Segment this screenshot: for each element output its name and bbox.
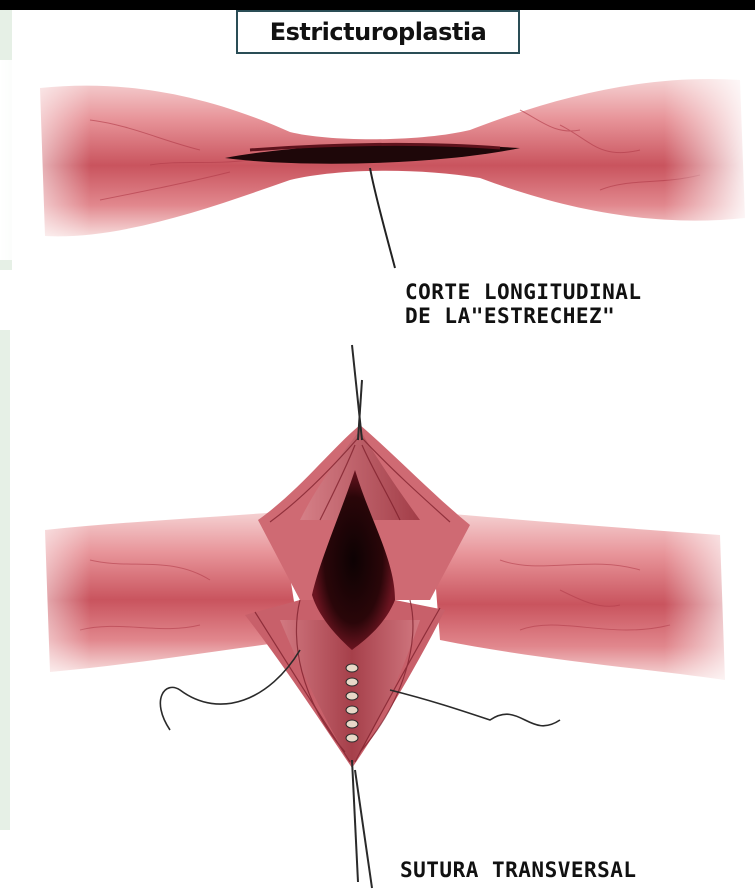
top-intestine-stricture <box>0 60 755 268</box>
diagram-title: Estricturoplastia <box>236 10 520 54</box>
caption-longitudinal-cut: CORTE LONGITUDINAL DE LA"ESTRECHEZ" <box>405 280 642 328</box>
bottom-intestine-sutured <box>0 345 755 888</box>
caption-longitudinal-cut-line2: DE LA"ESTRECHEZ" <box>405 304 642 328</box>
top-edge-bar <box>0 0 755 10</box>
caption-transverse-suture: SUTURA TRANSVERSAL <box>400 858 637 882</box>
caption-longitudinal-cut-line1: CORTE LONGITUDINAL <box>405 280 642 304</box>
